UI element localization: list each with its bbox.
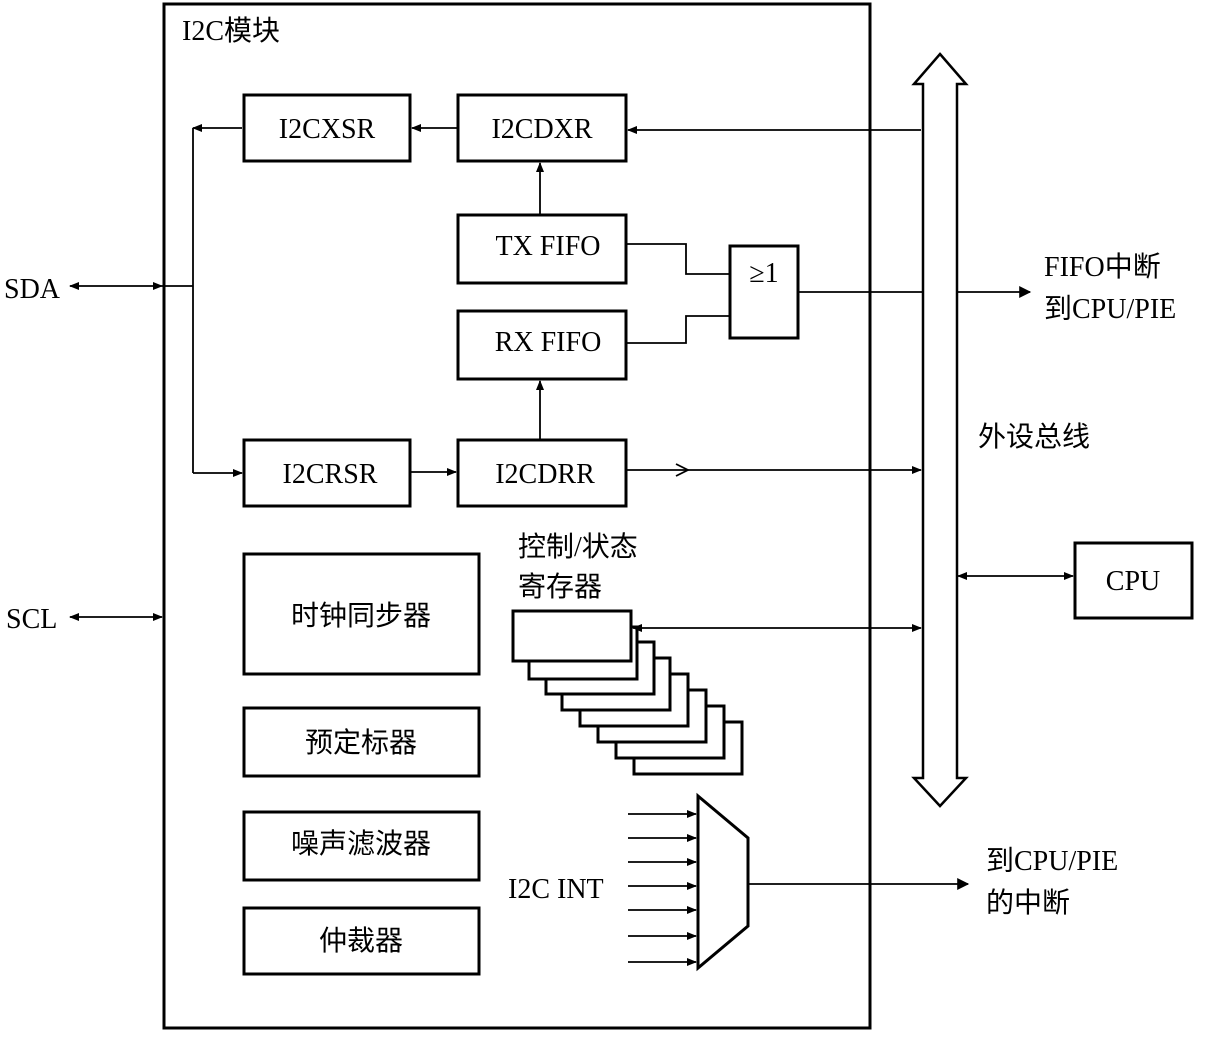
or-gate <box>728 244 800 340</box>
i2crsr-label: I2CRSR <box>283 459 378 490</box>
cpu-box <box>1073 541 1194 620</box>
peripheral-bus-arrow <box>911 52 969 808</box>
cpu-int-label-2: 的中断 <box>986 887 1070 919</box>
i2cxsr-label: I2CXSR <box>279 114 376 145</box>
or-gate-label: ≥1 <box>749 258 778 289</box>
sda-internal-routing <box>162 124 243 477</box>
tx-fifo-box <box>456 213 628 285</box>
noise-filter-label: 噪声滤波器 <box>291 828 431 860</box>
ctrl-status-label-2: 寄存器 <box>518 571 602 603</box>
mid-arrow-drr <box>675 463 691 477</box>
arbiter-box <box>242 906 481 976</box>
interrupt-mux <box>696 792 750 972</box>
ctrl-status-register-stack <box>511 609 744 776</box>
tx-fifo-label: TX FIFO <box>495 231 600 262</box>
cpu-label: CPU <box>1106 566 1160 597</box>
scl-pin-label: SCL <box>6 604 57 635</box>
clock-sync-label: 时钟同步器 <box>291 600 431 632</box>
sda-pin-label: SDA <box>4 274 61 305</box>
clock-sync-box <box>242 552 481 676</box>
bus-label: 外设总线 <box>978 421 1090 453</box>
i2cdxr-box <box>456 93 628 163</box>
interrupt-input-arrows <box>628 810 697 966</box>
rx-fifo-box <box>456 309 628 381</box>
i2cdrr-label: I2CDRR <box>495 459 595 490</box>
i2c-module-frame <box>162 2 872 1030</box>
i2c-int-label: I2C INT <box>508 874 604 905</box>
ctrl-status-label-1: 控制/状态 <box>518 531 638 563</box>
arbiter-label: 仲裁器 <box>319 925 403 957</box>
cpu-int-label-1: 到CPU/PIE <box>986 846 1118 877</box>
fifo-or-wiring <box>626 243 923 344</box>
i2cdxr-label: I2CDXR <box>491 114 592 145</box>
i2crsr-box <box>242 438 412 508</box>
fifo-int-label-2: 到CPU/PIE <box>1044 294 1176 325</box>
fifo-int-label-1: FIFO中断 <box>1044 251 1161 283</box>
i2cdrr-box <box>456 438 628 508</box>
i2cxsr-box <box>242 93 412 163</box>
noise-filter-box <box>242 810 481 882</box>
rx-fifo-label: RX FIFO <box>495 327 602 358</box>
prescaler-box <box>242 706 481 778</box>
module-title: I2C模块 <box>182 15 280 47</box>
prescaler-label: 预定标器 <box>305 727 417 759</box>
